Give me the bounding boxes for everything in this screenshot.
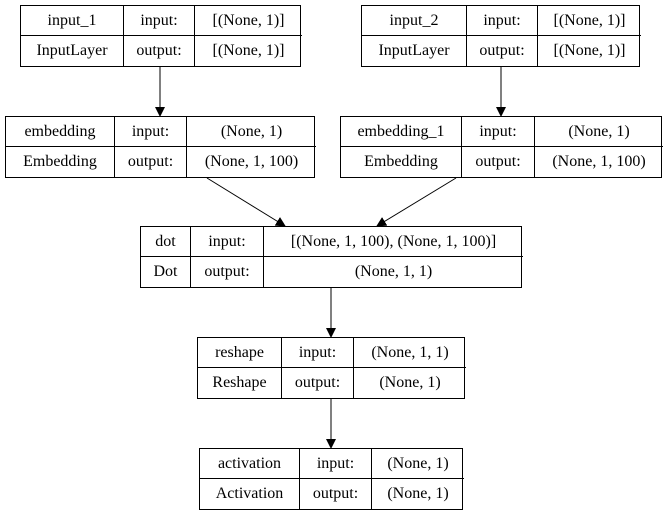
- layer-type: Embedding: [6, 147, 115, 177]
- output-label: output:: [282, 368, 354, 398]
- output-shape: [(None, 1)]: [212, 42, 285, 59]
- node-name: activation: [200, 449, 300, 479]
- input-label: input:: [191, 227, 264, 257]
- node-name: input_1: [21, 6, 124, 36]
- layer-type: Dot: [141, 257, 191, 287]
- output-shape: (None, 1): [379, 374, 441, 391]
- output-shape: (None, 1, 100): [204, 153, 299, 170]
- input-shape: [(None, 1)]: [195, 6, 302, 36]
- input-shape: [(None, 1, 100), (None, 1, 100)]: [264, 227, 523, 257]
- edge-embedding-to-dot: [206, 177, 286, 227]
- output-shape: (None, 1, 100): [552, 153, 646, 170]
- layer-type: InputLayer: [362, 36, 467, 66]
- node-name: input_2: [362, 6, 467, 36]
- node-name: reshape: [198, 338, 282, 368]
- output-label: output:: [124, 36, 195, 66]
- layer-type: InputLayer: [21, 36, 124, 66]
- output-label: output:: [115, 147, 187, 177]
- output-shape: (None, 1): [387, 485, 449, 502]
- input-label: input:: [467, 6, 538, 36]
- node-name: dot: [141, 227, 191, 257]
- layer-type: Reshape: [198, 368, 282, 398]
- input-shape: (None, 1): [372, 449, 464, 479]
- input-label: input:: [282, 338, 354, 368]
- output-label: output:: [467, 36, 538, 66]
- input-shape: [(None, 1)]: [538, 6, 641, 36]
- input-label: input:: [115, 117, 187, 147]
- edge-embedding-1-to-dot: [376, 177, 457, 227]
- node-name: embedding: [6, 117, 115, 147]
- layer-type: Embedding: [341, 147, 462, 177]
- input-label: input:: [300, 449, 372, 479]
- input-label: input:: [124, 6, 195, 36]
- input-shape: (None, 1): [187, 117, 316, 147]
- output-label: output:: [191, 257, 264, 287]
- input-label: input:: [462, 117, 535, 147]
- output-shape: (None, 1, 1): [354, 263, 433, 280]
- layer-type: Activation: [200, 479, 300, 509]
- output-label: output:: [300, 479, 372, 509]
- output-shape: [(None, 1)]: [553, 42, 626, 59]
- input-shape: (None, 1, 1): [354, 338, 466, 368]
- output-label: output:: [462, 147, 535, 177]
- input-shape: (None, 1): [535, 117, 663, 147]
- node-name: embedding_1: [341, 117, 462, 147]
